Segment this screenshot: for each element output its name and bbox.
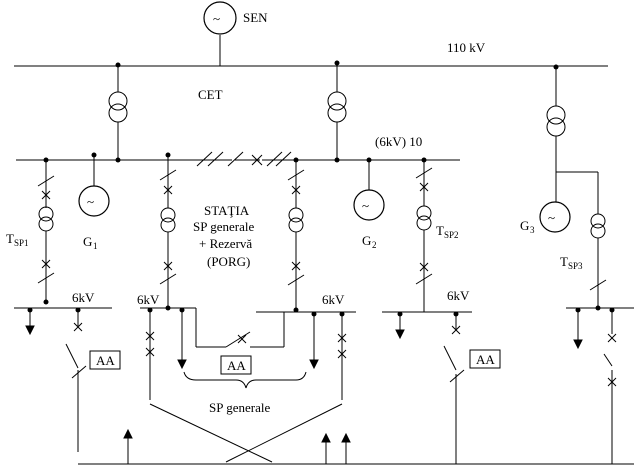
bus-6kv-left-label: 6kV: [72, 290, 95, 305]
tsp2-label: T: [436, 223, 444, 238]
porg-transformer-right: [288, 207, 304, 233]
svg-text:SP3: SP3: [568, 261, 583, 271]
svg-text:2: 2: [372, 240, 377, 250]
svg-text:~: ~: [213, 11, 220, 26]
generator-g2: ~: [353, 189, 385, 221]
main-transformer-1: [108, 91, 128, 123]
porg-transformer-left: [160, 207, 176, 233]
sen-label: SEN: [243, 10, 268, 25]
sp-generale-label: SP generale: [209, 400, 270, 415]
aa-label-right: AA: [476, 352, 495, 367]
main-transformer-3: [546, 105, 566, 137]
svg-text:~: ~: [362, 198, 369, 213]
generator-g3: ~: [539, 201, 571, 233]
aa-box-left: [89, 350, 121, 370]
aux-transformer-tsp2: [416, 205, 432, 231]
bus-node: [115, 62, 121, 68]
bus-6kv-main-label: (6kV) 10: [375, 134, 422, 149]
aux-transformer-tsp1: [38, 206, 54, 232]
station-title: STAŢIA: [204, 203, 250, 218]
svg-text:SP1: SP1: [14, 238, 29, 248]
station-line-2: SP generale: [193, 219, 254, 234]
station-line-3: + Rezervă: [199, 236, 252, 251]
svg-text:3: 3: [530, 225, 535, 235]
g1-label: G: [83, 234, 92, 249]
bus-6kv-mid-left-label: 6kV: [137, 292, 160, 307]
g2-label: G: [362, 233, 371, 248]
cet-label: CET: [198, 87, 223, 102]
brace: [183, 371, 307, 389]
generator-g1: ~: [78, 185, 110, 217]
aux-transformer-tsp3: [590, 213, 606, 239]
svg-text:SP2: SP2: [444, 230, 459, 240]
main-transformer-2: [327, 91, 347, 123]
svg-text:~: ~: [87, 194, 94, 209]
bus-6kv-mid-right-label: 6kV: [322, 292, 345, 307]
bus-6kv-right-label: 6kV: [447, 288, 470, 303]
aa-label-middle: AA: [227, 358, 246, 373]
g3-label: G: [520, 218, 529, 233]
bus-110kv-label: 110 kV: [447, 40, 486, 55]
svg-text:~: ~: [548, 210, 555, 225]
sen-source: ~: [203, 1, 237, 35]
aa-box-middle: [220, 355, 252, 375]
svg-text:1: 1: [93, 241, 98, 251]
tsp1-label: T: [6, 231, 14, 246]
station-line-4: (PORG): [207, 254, 250, 269]
tsp3-label: T: [560, 254, 568, 269]
aa-label-left: AA: [96, 353, 115, 368]
aa-box-right: [469, 349, 501, 369]
